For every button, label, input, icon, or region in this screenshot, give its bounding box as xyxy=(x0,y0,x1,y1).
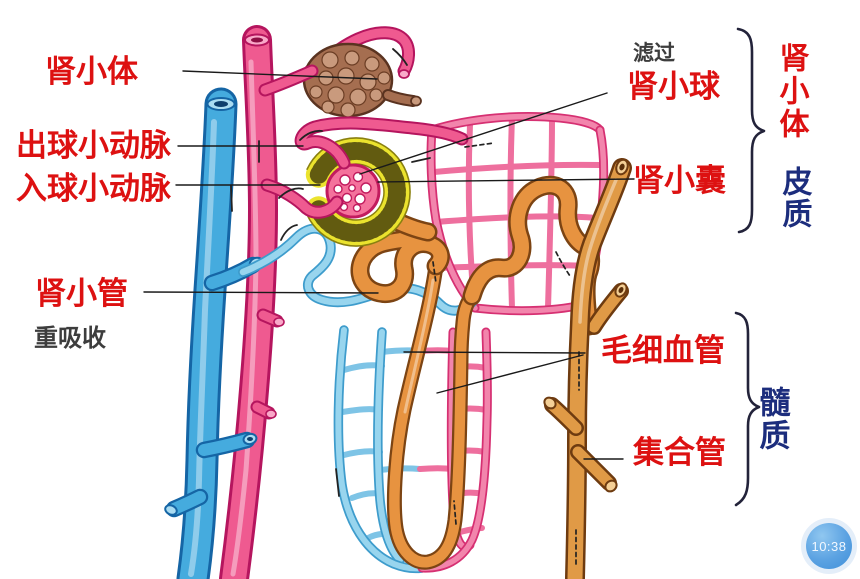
label-efferent-arteriole: 出球小动脉 xyxy=(16,128,171,163)
timestamp-text: 10:38 xyxy=(811,538,847,554)
label-group-renal-corpuscle: 肾小体 xyxy=(774,42,808,141)
label-cortex: 皮质 xyxy=(777,166,811,230)
label-afferent-arteriole: 入球小动脉 xyxy=(16,171,171,206)
label-renal-tubule: 肾小管 xyxy=(35,276,128,311)
loop-of-henle xyxy=(394,266,472,562)
glomerulus-ball xyxy=(325,163,381,219)
pointer-lines xyxy=(143,70,635,460)
label-collecting-duct: 集合管 xyxy=(633,435,726,470)
label-renal-corpuscle: 肾小体 xyxy=(45,54,138,89)
brace-medulla xyxy=(734,311,761,507)
label-reabsorption: 重吸收 xyxy=(34,325,106,352)
brace-renal-corpuscle xyxy=(736,27,766,234)
flow-arrows xyxy=(230,48,580,566)
renal-artery xyxy=(233,35,312,579)
label-bowman-capsule: 肾小囊 xyxy=(633,163,726,198)
recording-timestamp: 10:38 xyxy=(806,523,852,569)
label-medulla: 髓质 xyxy=(754,386,790,452)
label-capillaries: 毛细血管 xyxy=(601,333,725,368)
label-filtration: 滤过 xyxy=(633,42,675,65)
label-glomerulus: 肾小球 xyxy=(627,69,720,104)
renal-corpuscle xyxy=(302,33,422,118)
collecting-duct xyxy=(543,158,630,578)
